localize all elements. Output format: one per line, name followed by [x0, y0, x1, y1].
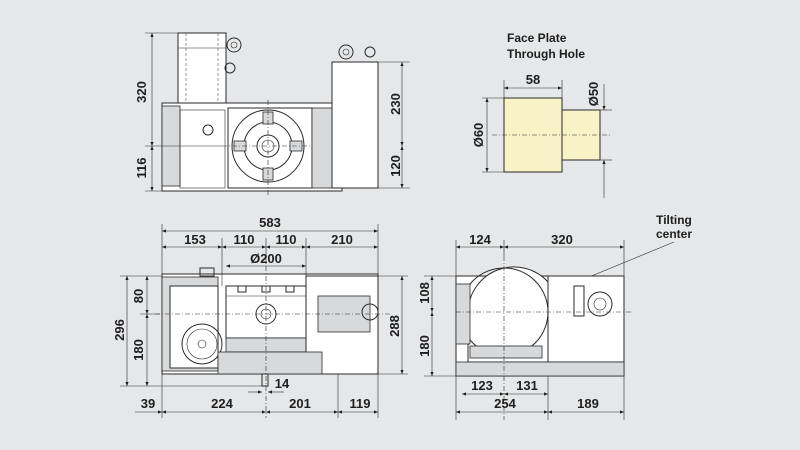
dim-d200: Ø200 [250, 251, 282, 266]
dim-110-left: 110 [234, 232, 255, 247]
dim-80: 80 [131, 289, 146, 303]
dim-201: 201 [289, 396, 311, 411]
connector-2 [224, 62, 236, 74]
face-plate-title-line2: Through Hole [507, 47, 585, 61]
tailstock-body [331, 61, 379, 189]
dim-583: 583 [259, 215, 281, 230]
side-view: Tilting center 124 320 108 180 [417, 213, 692, 420]
dim-116: 116 [134, 158, 149, 179]
tilting-label-line1: Tilting [656, 213, 692, 227]
dim-224: 224 [211, 396, 233, 411]
dim-123: 123 [471, 378, 493, 393]
front-view: 583 153 110 110 210 Ø200 296 80 180 288 … [112, 215, 408, 418]
dim-131: 131 [516, 378, 538, 393]
dim-254: 254 [494, 396, 516, 411]
dim-108: 108 [417, 282, 432, 304]
face-plate-view: Face Plate Through Hole 58 Ø50 Ø60 [471, 31, 612, 198]
motor-housing [177, 32, 227, 104]
connector-1 [226, 37, 242, 53]
dim-d50: Ø50 [586, 82, 601, 107]
dim-153: 153 [184, 232, 206, 247]
motor-flange [181, 323, 223, 365]
top-view: 320 116 230 120 [134, 32, 410, 196]
dim-230: 230 [388, 93, 403, 115]
dim-110-right: 110 [276, 232, 297, 247]
dim-14: 14 [275, 376, 290, 391]
dim-320-top: 320 [134, 81, 149, 103]
dim-124: 124 [469, 232, 491, 247]
dim-d60: Ø60 [471, 123, 486, 148]
tilting-label-line2: center [656, 227, 692, 241]
dim-189: 189 [577, 396, 599, 411]
face-plate-title-line1: Face Plate [507, 31, 567, 45]
dim-58: 58 [526, 72, 540, 87]
dim-288: 288 [387, 315, 402, 337]
dim-180-front: 180 [131, 339, 146, 361]
dim-296: 296 [112, 319, 127, 341]
dim-210: 210 [331, 232, 353, 247]
dim-180-side: 180 [417, 335, 432, 357]
dim-320-side: 320 [551, 232, 573, 247]
dim-119: 119 [350, 396, 371, 411]
dim-39: 39 [141, 396, 155, 411]
dim-120: 120 [388, 155, 403, 177]
